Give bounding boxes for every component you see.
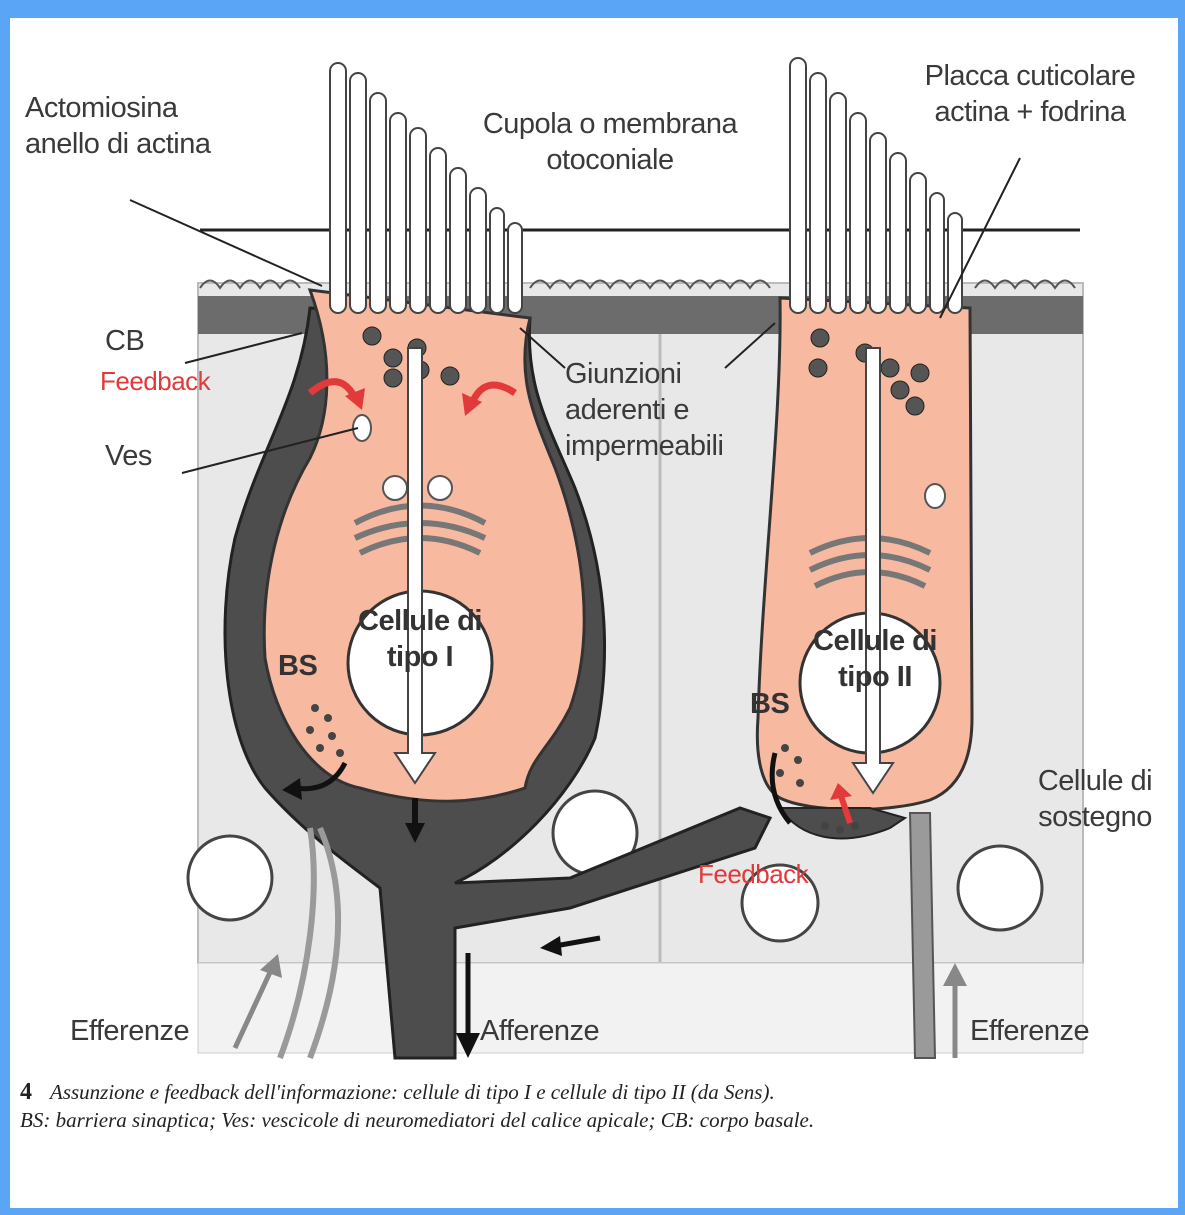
label-feedback-right: Feedback: [698, 856, 808, 892]
label-cupola: Cupola o membrana otoconiale: [450, 106, 770, 178]
label-cupola-line2: otoconiale: [450, 142, 770, 178]
caption-line1: 4 Assunzione e feedback dell'informazione…: [20, 1078, 1180, 1106]
support-nucleus: [958, 846, 1042, 930]
figure-frame: Actomiosina anello di actina Cupola o me…: [10, 18, 1178, 1208]
label-giunzioni-line3: impermeabili: [565, 428, 723, 464]
figure-caption: 4 Assunzione e feedback dell'informazione…: [20, 1078, 1180, 1134]
label-actomiosina-line1: Actomiosina: [25, 90, 210, 126]
label-tipo2: Cellule di tipo II: [790, 623, 960, 695]
label-actomiosina-line2: anello di actina: [25, 126, 210, 162]
label-cb: CB: [105, 323, 144, 359]
type2-vesicle: [925, 484, 945, 508]
label-sostegno-line1: Cellule di: [1015, 763, 1175, 799]
label-tipo1: Cellule di tipo I: [330, 603, 510, 675]
label-tipo2-line2: tipo II: [790, 659, 960, 695]
label-cupola-line1: Cupola o membrana: [450, 106, 770, 142]
label-actomiosina: Actomiosina anello di actina: [25, 90, 210, 162]
type1-vesicle: [428, 476, 452, 500]
caption-number: 4: [20, 1079, 32, 1105]
label-bs-right: BS: [750, 686, 789, 722]
label-afferenze: Afferenze: [480, 1013, 599, 1049]
support-nucleus: [188, 836, 272, 920]
label-ves: Ves: [105, 438, 152, 474]
label-giunzioni-line1: Giunzioni: [565, 356, 723, 392]
type1-vesicle: [383, 476, 407, 500]
type2-efferent-fiber: [910, 813, 935, 1058]
label-feedback-left: Feedback: [100, 363, 210, 399]
label-giunzioni: Giunzioni aderenti e impermeabili: [565, 356, 723, 464]
label-tipo1-line1: Cellule di: [330, 603, 510, 639]
caption-line2: BS: barriera sinaptica; Ves: vescicole d…: [20, 1106, 1180, 1134]
leader-actomiosina: [130, 200, 322, 286]
label-bs-left: BS: [278, 648, 317, 684]
label-sostegno: Cellule di sostegno: [1015, 763, 1175, 835]
label-efferenze-left: Efferenze: [70, 1013, 189, 1049]
type1-stereocilia: [330, 63, 522, 313]
label-giunzioni-line2: aderenti e: [565, 392, 723, 428]
label-placca-line2: actina + fodrina: [895, 94, 1165, 130]
label-tipo1-line2: tipo I: [330, 639, 510, 675]
label-efferenze-right: Efferenze: [970, 1013, 1089, 1049]
label-placca-line1: Placca cuticolare: [895, 58, 1165, 94]
label-placca: Placca cuticolare actina + fodrina: [895, 58, 1165, 130]
label-tipo2-line1: Cellule di: [790, 623, 960, 659]
caption-text1: Assunzione e feedback dell'informazione:…: [50, 1080, 775, 1104]
label-sostegno-line2: sostegno: [1015, 799, 1175, 835]
